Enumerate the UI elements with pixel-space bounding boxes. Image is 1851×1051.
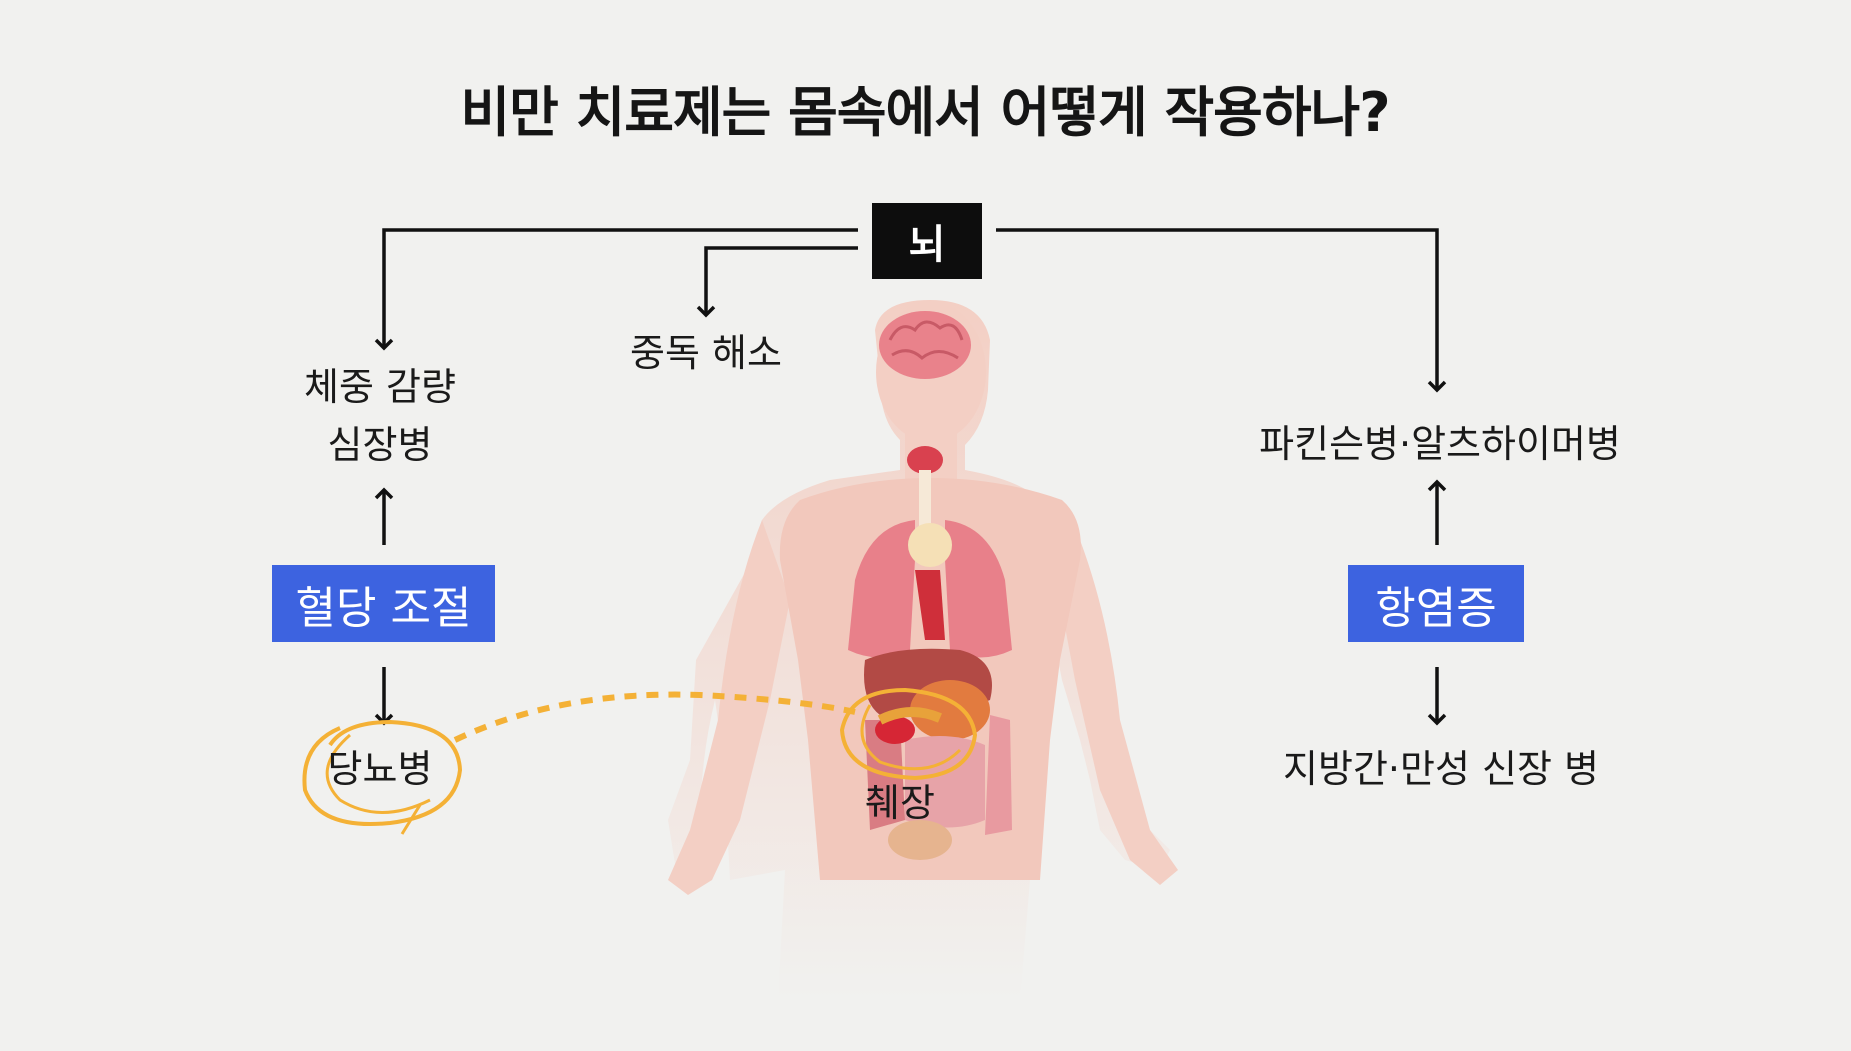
highlight-marks [302, 687, 978, 835]
fatty-liver-kidney-label: 지방간·만성 신장 병 [1283, 747, 1599, 791]
pancreas-circle-inner [860, 704, 962, 771]
pancreas-label: 췌장 [865, 781, 935, 825]
heart-disease-text: 심장병 [327, 423, 433, 467]
diabetes-circle [302, 719, 463, 826]
brain-illustration [879, 311, 971, 379]
weight-loss-heart-label: 체중 감량 심장병 [304, 358, 456, 474]
diabetes-label: 당뇨병 [327, 747, 433, 791]
pancreas-circle [839, 687, 978, 781]
anti-inflammation-box: 항염증 [1348, 565, 1524, 642]
brain-connectors [374, 228, 1447, 393]
addiction-relief-label: 중독 해소 [630, 331, 782, 375]
thyroid-illustration [907, 446, 943, 530]
weight-loss-text: 체중 감량 [304, 365, 456, 409]
anti-inflammation-text: 항염증 [1375, 582, 1497, 634]
lungs-illustration [848, 520, 1012, 658]
side-arrows [374, 479, 1447, 726]
parkinsons-alzheimers-label: 파킨슨병·알츠하이머병 [1259, 422, 1621, 466]
page-title: 비만 치료제는 몸속에서 어떻게 작용하나? [460, 81, 1390, 144]
brain-label: 뇌 [908, 222, 946, 268]
blood-sugar-text: 혈당 조절 [295, 582, 472, 634]
diabetes-circle-inner [325, 733, 431, 814]
dashed-link [453, 691, 856, 743]
blood-sugar-box: 혈당 조절 [272, 565, 495, 642]
brain-label-box: 뇌 [872, 203, 982, 279]
